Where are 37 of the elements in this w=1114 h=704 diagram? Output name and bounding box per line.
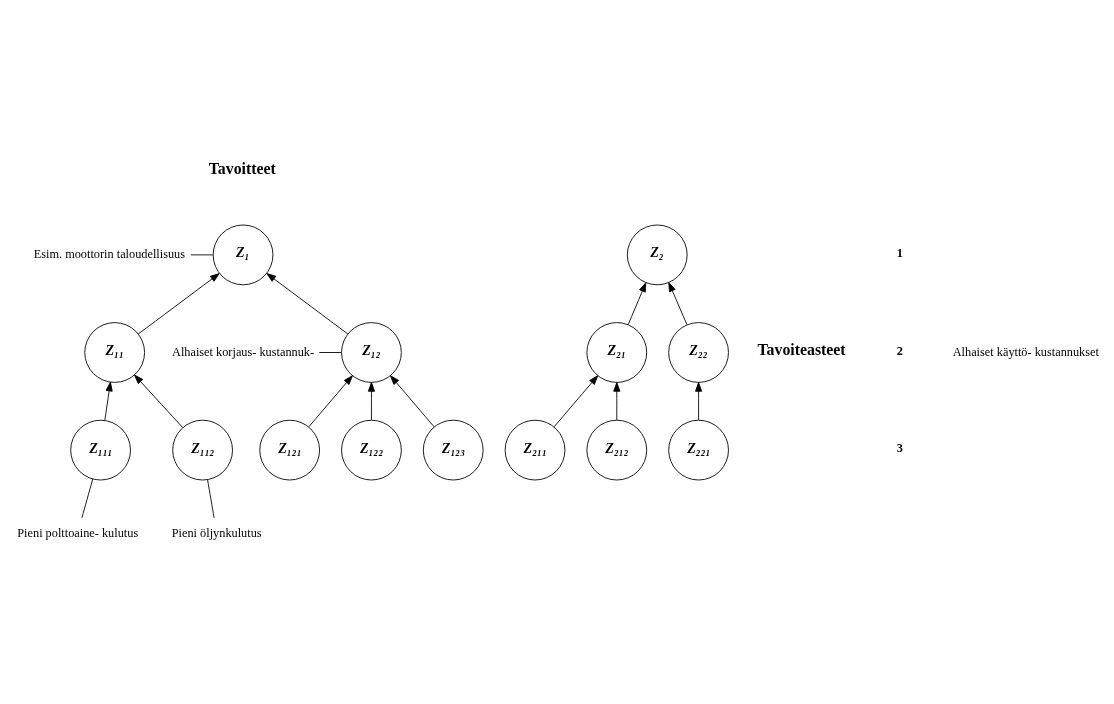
arrow bbox=[553, 374, 599, 427]
node-circle: Z₁ bbox=[212, 224, 274, 285]
connector bbox=[207, 478, 215, 518]
node-circle: Z₁₁₂ bbox=[172, 419, 233, 480]
arrow bbox=[266, 272, 349, 334]
label: 1 bbox=[896, 245, 904, 260]
node-circle: Z₁₁₁ bbox=[70, 419, 131, 480]
label: Tavoitteet bbox=[208, 159, 276, 177]
label: 2 bbox=[896, 343, 904, 358]
connector bbox=[190, 253, 214, 255]
node-text: Pieni polttoaine- kulutus bbox=[17, 525, 139, 540]
node-text: Alhaiset korjaus- kustannuk- bbox=[172, 344, 315, 359]
arrow bbox=[627, 281, 647, 325]
node-circle: Z₂₁₁ bbox=[504, 419, 566, 480]
arrow bbox=[390, 374, 435, 427]
arrow bbox=[308, 374, 353, 427]
label: Tavoiteasteet bbox=[757, 340, 846, 358]
node-text: Pieni öljynkulutus bbox=[171, 525, 262, 540]
node-circle: Z₂₁₂ bbox=[586, 419, 648, 480]
label: 3 bbox=[896, 440, 904, 455]
node-text: Esim. moottorin taloudellisuus bbox=[33, 246, 186, 261]
arrow bbox=[367, 381, 375, 420]
arrow bbox=[613, 381, 621, 420]
label: Alhaiset käyttö- kustannukset bbox=[952, 344, 1099, 359]
arrow bbox=[137, 272, 220, 334]
node-circle: Z₂ bbox=[626, 224, 688, 285]
arrow bbox=[104, 381, 113, 421]
connector bbox=[318, 351, 342, 353]
node-circle: Z₁₂₁ bbox=[259, 419, 320, 480]
arrow bbox=[668, 281, 688, 325]
arrow bbox=[134, 374, 184, 428]
node-circle: Z₂₂ bbox=[668, 321, 729, 383]
connector bbox=[81, 478, 94, 518]
arrow bbox=[695, 381, 703, 420]
node-circle: Z₁₂₃ bbox=[422, 419, 484, 480]
node-circle: Z₂₂₁ bbox=[668, 419, 729, 480]
node-circle: Z₁₂₂ bbox=[341, 419, 402, 480]
